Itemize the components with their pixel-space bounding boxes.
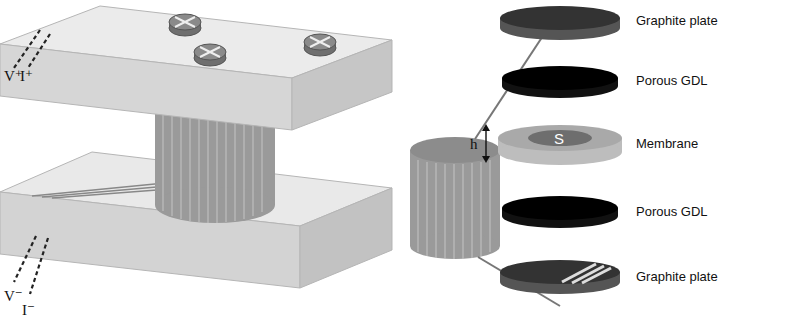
screw — [169, 14, 336, 66]
gdl-layer — [502, 196, 618, 228]
graphite-plate — [500, 6, 620, 40]
signal-name: V⁻ — [4, 289, 23, 304]
top-plate — [0, 6, 392, 130]
area-label: S — [554, 131, 564, 146]
gdl-layer — [502, 66, 618, 98]
signal-name: V⁺ — [4, 69, 23, 84]
part-name: Membrane — [636, 137, 698, 150]
part-name: Graphite plate — [636, 270, 718, 283]
dimension-label: h — [470, 137, 478, 152]
signal-name: I⁺ — [20, 69, 33, 84]
part-name: Graphite plate — [636, 14, 718, 27]
part-name: Porous GDL — [636, 74, 708, 87]
cell-cylinder — [155, 110, 275, 223]
graphite-plate — [500, 260, 620, 294]
membrane-layer — [482, 124, 622, 165]
part-name: Porous GDL — [636, 205, 708, 218]
signal-name: I⁻ — [22, 303, 35, 318]
